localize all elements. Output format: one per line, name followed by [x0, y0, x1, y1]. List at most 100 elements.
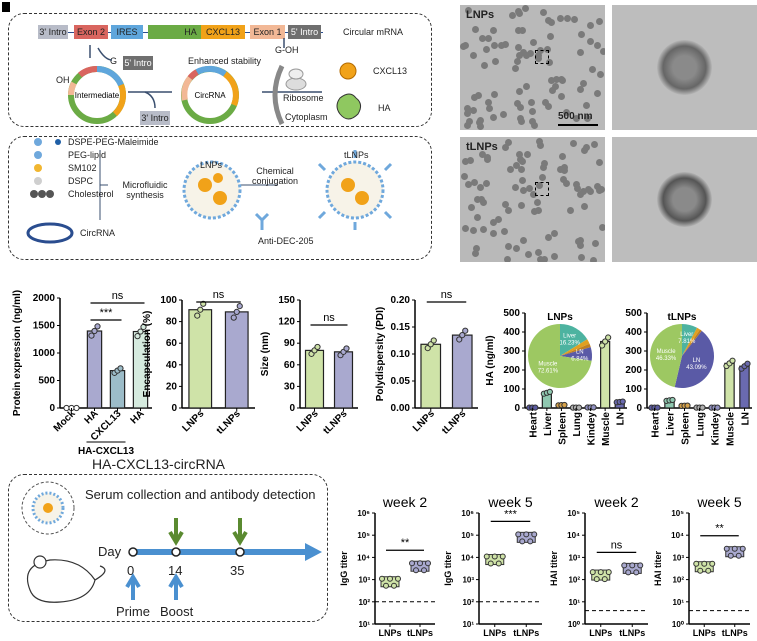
nanoparticle: [498, 41, 506, 49]
mouse-icon: [26, 555, 106, 603]
data-point: [723, 545, 730, 552]
data-point: [735, 552, 742, 559]
nanoparticle: [557, 75, 565, 83]
nanoparticle: [535, 249, 543, 257]
nanoparticle: [589, 65, 597, 73]
y-tick-label: 200: [503, 365, 520, 376]
data-point: [731, 545, 738, 552]
y-axis-label: Protein expression (ng/ml): [12, 290, 23, 416]
nanoparticle: [569, 140, 577, 148]
significance-label: ns: [441, 289, 453, 301]
nanoparticle: [515, 150, 523, 158]
nanoparticle: [519, 48, 527, 56]
data-point: [684, 402, 691, 409]
pie-slice-muscle: [528, 324, 592, 388]
cxcl13-icon: [339, 62, 357, 80]
released-3-intro: 3' Intro: [140, 111, 170, 125]
nanoparticle: [481, 62, 489, 70]
y-tick-label: 10¹: [672, 598, 684, 607]
nanoparticle: [514, 58, 522, 66]
y-tick-label: 10¹: [568, 598, 580, 607]
nanoparticle: [563, 108, 571, 116]
x-tick-label: Liver: [543, 412, 554, 436]
y-tick-label: 100: [625, 384, 642, 395]
zoom-region-box: [535, 182, 549, 196]
y-tick-label: 500: [503, 308, 520, 319]
data-point: [194, 312, 201, 319]
circrna-ring: [181, 65, 239, 124]
timepoint-0: [128, 547, 138, 557]
y-tick-label: 10³: [358, 576, 370, 585]
nanoparticle: [516, 103, 524, 111]
nanoparticle: [592, 240, 600, 248]
nanoparticle: [476, 183, 484, 191]
timeline-diagram: [21, 481, 322, 603]
data-point: [91, 327, 98, 335]
data-point: [197, 306, 204, 313]
scale-bar: [558, 124, 598, 126]
pie-slice-other: [560, 339, 590, 356]
nanoparticle: [594, 89, 602, 97]
y-tick-label: 500: [38, 376, 55, 387]
significance-label: ns: [611, 539, 623, 551]
lnps-label: LNPs: [200, 160, 223, 170]
nanoparticle: [582, 143, 590, 151]
component-dspe-peg-maleimide: DSPE-PEG-Maleimide: [68, 137, 159, 147]
data-point: [619, 398, 626, 405]
data-point: [729, 357, 736, 364]
nanoparticle: [514, 99, 522, 107]
data-point: [409, 560, 415, 567]
tem-zoom-tlnps: [612, 137, 757, 262]
nanoparticle: [535, 206, 543, 214]
prime-label: Prime: [116, 604, 150, 619]
nanoparticle: [495, 215, 503, 223]
data-point: [343, 345, 350, 352]
x-tick-label: tLNPs: [513, 628, 539, 638]
pie-label: Liver: [563, 334, 576, 340]
ribosome-icon: [285, 68, 307, 91]
data-point: [699, 404, 706, 411]
serum-arrow-35: [232, 518, 248, 546]
y-tick-label: 10²: [462, 598, 474, 607]
nanoparticle: [476, 119, 484, 127]
nanoparticle: [526, 185, 534, 193]
lnp-particle: [182, 160, 242, 220]
y-tick-label: 10²: [358, 598, 370, 607]
data-point: [314, 343, 321, 351]
data-point: [744, 360, 751, 367]
y-tick-label: 10¹: [358, 620, 370, 629]
x-tick-label: LNPs: [181, 408, 207, 434]
data-point: [527, 538, 534, 545]
data-point: [491, 553, 498, 560]
nanoparticle: [540, 9, 548, 17]
nanoparticle: [530, 121, 538, 129]
data-point: [417, 560, 423, 567]
tem-zoom-lnps: [612, 5, 757, 130]
nanoparticle: [563, 15, 571, 23]
y-axis-label: Polydispersity (PDI): [375, 307, 386, 401]
x-tick-label: Mock: [52, 408, 78, 434]
significance-label: **: [401, 537, 410, 549]
nanoparticle: [470, 94, 478, 102]
data-point: [430, 337, 437, 344]
nanoparticle: [528, 98, 536, 106]
nanoparticle: [469, 52, 477, 60]
ha-protein-icon: [336, 93, 362, 120]
data-point: [605, 569, 612, 576]
data-point: [705, 567, 712, 574]
lnp-icon: [21, 481, 75, 535]
pie-percent: 46.33%: [656, 356, 677, 362]
y-tick-label: 0: [289, 403, 295, 414]
serum-arrow-14: [168, 518, 184, 546]
data-point: [379, 575, 385, 582]
pie-label: Muscle: [538, 361, 558, 367]
nanoparticle: [526, 49, 534, 57]
component-peg-lipid: PEG-lipid: [68, 150, 107, 160]
pie-percent: 43.09%: [686, 365, 707, 371]
nanoparticle: [486, 105, 494, 113]
bar-lnps: [188, 309, 213, 409]
pie-slice-ln: [560, 347, 592, 361]
nanoparticle: [518, 27, 526, 35]
y-tick-label: 1500: [33, 321, 56, 332]
ha-label: HA: [378, 103, 391, 113]
